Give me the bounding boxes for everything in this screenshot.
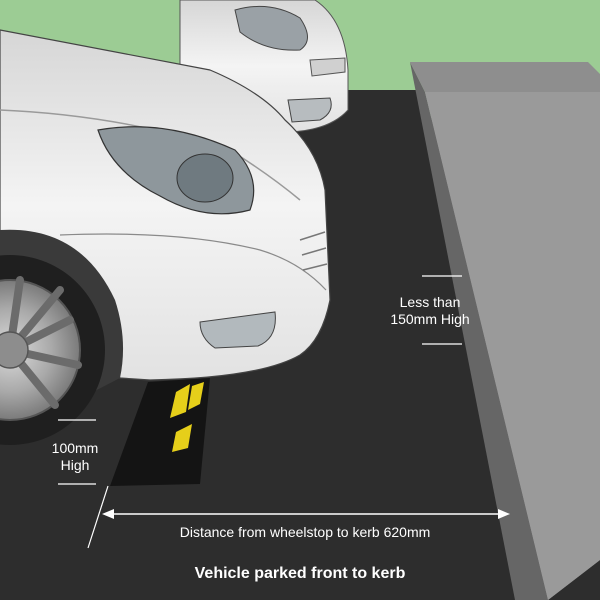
diagram-caption: Vehicle parked front to kerb <box>194 565 406 582</box>
front-wheel <box>0 255 105 445</box>
distance-extension-line <box>87 485 109 549</box>
distance-arrowhead-left <box>102 509 114 519</box>
stop-height-label-line2: High <box>60 457 90 473</box>
distance-arrowhead-right <box>498 509 510 519</box>
kerb-top-shade <box>425 92 600 600</box>
kerb-face <box>410 62 548 600</box>
wheelstop <box>110 378 210 486</box>
stop-height-label: 100mm High <box>40 440 110 474</box>
kerb-height-label: Less than 150mm High <box>380 294 480 328</box>
kerb-height-label-line2: 150mm High <box>390 311 470 327</box>
kerb-height-label-line1: Less than <box>399 294 461 310</box>
distance-label: Distance from wheelstop to kerb 620mm <box>179 524 431 540</box>
stop-height-label-line1: 100mm <box>51 440 99 456</box>
